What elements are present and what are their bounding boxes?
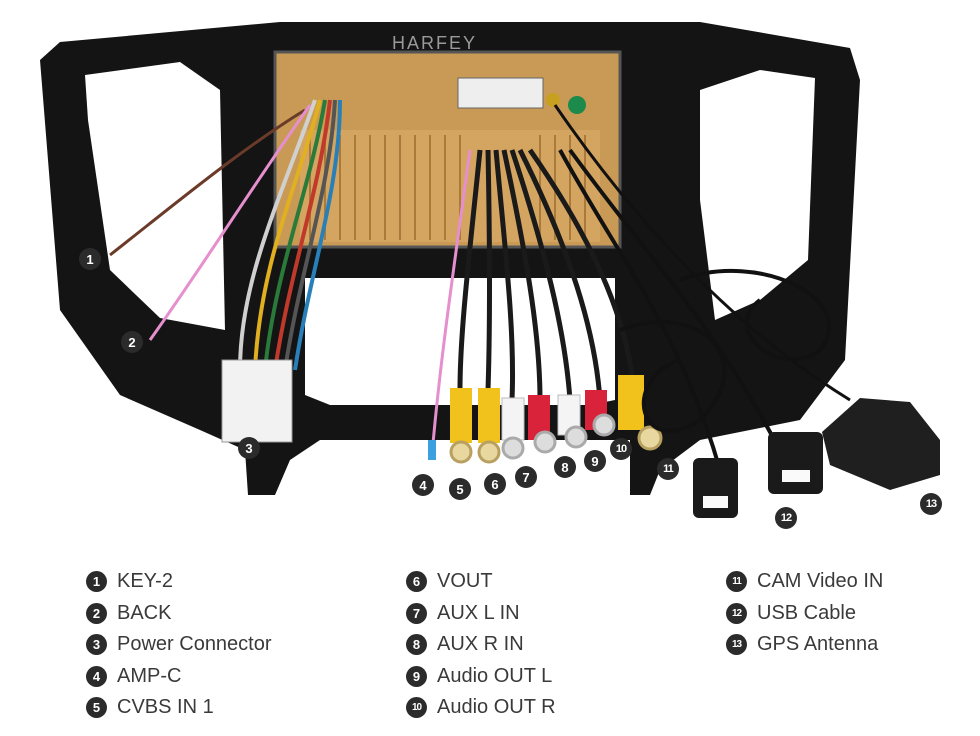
callout-8: 8 bbox=[554, 456, 576, 478]
legend-item: 1 KEY-2 bbox=[86, 566, 272, 598]
legend-item: 5 CVBS IN 1 bbox=[86, 692, 272, 724]
legend-item: 10 Audio OUT R bbox=[406, 692, 556, 724]
legend-badge: 8 bbox=[406, 634, 427, 656]
legend-label: Power Connector bbox=[117, 633, 272, 656]
legend-item: 13 GPS Antenna bbox=[726, 629, 883, 661]
legend-badge: 12 bbox=[726, 602, 747, 624]
legend-item: 2 BACK bbox=[86, 598, 272, 630]
legend-badge: 11 bbox=[726, 571, 747, 593]
usb-plug-2 bbox=[768, 432, 823, 494]
frame-left-window bbox=[85, 62, 225, 330]
legend-item: 8 AUX R IN bbox=[406, 629, 556, 661]
wire-back bbox=[148, 104, 312, 341]
radio-jack bbox=[568, 96, 586, 114]
product-photo bbox=[40, 22, 940, 518]
legend-label: VOUT bbox=[437, 570, 493, 593]
rca-plugs bbox=[449, 375, 663, 464]
callout-3: 3 bbox=[238, 437, 260, 459]
gps-antenna bbox=[822, 398, 940, 490]
brand-watermark: HARFEY bbox=[392, 33, 478, 53]
gps-coil bbox=[679, 269, 831, 362]
legend-item: 6 VOUT bbox=[406, 566, 556, 598]
rca-cables bbox=[457, 148, 638, 401]
legend-item: 9 Audio OUT L bbox=[406, 661, 556, 693]
legend-label: USB Cable bbox=[757, 601, 856, 624]
wire-amp-c bbox=[430, 149, 472, 456]
legend-label: CAM Video IN bbox=[757, 570, 884, 593]
usb-port-1 bbox=[703, 496, 728, 508]
callout-7: 7 bbox=[515, 466, 537, 488]
legend-col-2: 6 VOUT 7 AUX L IN 8 AUX R IN 9 Audio OUT L 1… bbox=[406, 566, 556, 724]
legend-badge: 6 bbox=[406, 571, 427, 593]
legend-label: KEY-2 bbox=[117, 570, 173, 593]
legend-item: 11 CAM Video IN bbox=[726, 566, 883, 598]
legend-label: Audio OUT R bbox=[437, 696, 556, 719]
legend-label: GPS Antenna bbox=[757, 633, 879, 656]
legend-badge: 10 bbox=[406, 697, 427, 719]
legend-label: AUX L IN bbox=[437, 601, 520, 624]
head-unit-heatsink bbox=[300, 130, 600, 242]
legend-label: AMP-C bbox=[117, 664, 182, 687]
legend-badge: 9 bbox=[406, 665, 427, 687]
heatsink-fins bbox=[309, 135, 586, 240]
callout-12: 12 bbox=[775, 507, 797, 529]
legend-item: 4 AMP-C bbox=[86, 661, 272, 693]
legend-item: 12 USB Cable bbox=[726, 598, 883, 630]
callout-2: 2 bbox=[121, 331, 143, 353]
callout-11: 11 bbox=[657, 458, 679, 480]
callout-1: 1 bbox=[79, 248, 101, 270]
power-connector bbox=[221, 359, 293, 443]
gps-cable bbox=[553, 104, 851, 402]
legend-label: BACK bbox=[117, 601, 172, 624]
gps-jack bbox=[546, 93, 560, 107]
callout-4: 4 bbox=[412, 474, 434, 496]
legend-item: 3 Power Connector bbox=[86, 629, 272, 661]
legend-col-1: 1 KEY-2 2 BACK 3 Power Connector 4 AMP-C 5 CV… bbox=[86, 566, 272, 724]
usb-cables bbox=[558, 148, 792, 471]
legend-label: CVBS IN 1 bbox=[117, 696, 214, 719]
legend-badge: 1 bbox=[86, 571, 107, 593]
callout-10: 10 bbox=[610, 438, 632, 460]
amp-c-tip bbox=[428, 440, 436, 460]
callout-13: 13 bbox=[920, 493, 942, 515]
connector-block bbox=[457, 77, 544, 109]
legend-item: 7 AUX L IN bbox=[406, 598, 556, 630]
legend-badge: 13 bbox=[726, 634, 747, 656]
usb-port-2 bbox=[782, 470, 810, 482]
legend-badge: 4 bbox=[86, 665, 107, 687]
callout-6: 6 bbox=[484, 473, 506, 495]
usb-plug-1 bbox=[693, 458, 738, 518]
callout-9: 9 bbox=[584, 450, 606, 472]
frame-right-window bbox=[700, 70, 815, 320]
legend-col-3: 11 CAM Video IN 12 USB Cable 13 GPS Antenna bbox=[726, 566, 883, 661]
wire-key2 bbox=[109, 108, 306, 257]
legend-badge: 2 bbox=[86, 602, 107, 624]
callout-5: 5 bbox=[449, 478, 471, 500]
legend-label: Audio OUT L bbox=[437, 664, 553, 687]
legend-label: AUX R IN bbox=[437, 633, 524, 656]
legend-badge: 7 bbox=[406, 602, 427, 624]
legend-badge: 3 bbox=[86, 634, 107, 656]
legend-badge: 5 bbox=[86, 697, 107, 719]
wire-harness bbox=[238, 99, 342, 371]
